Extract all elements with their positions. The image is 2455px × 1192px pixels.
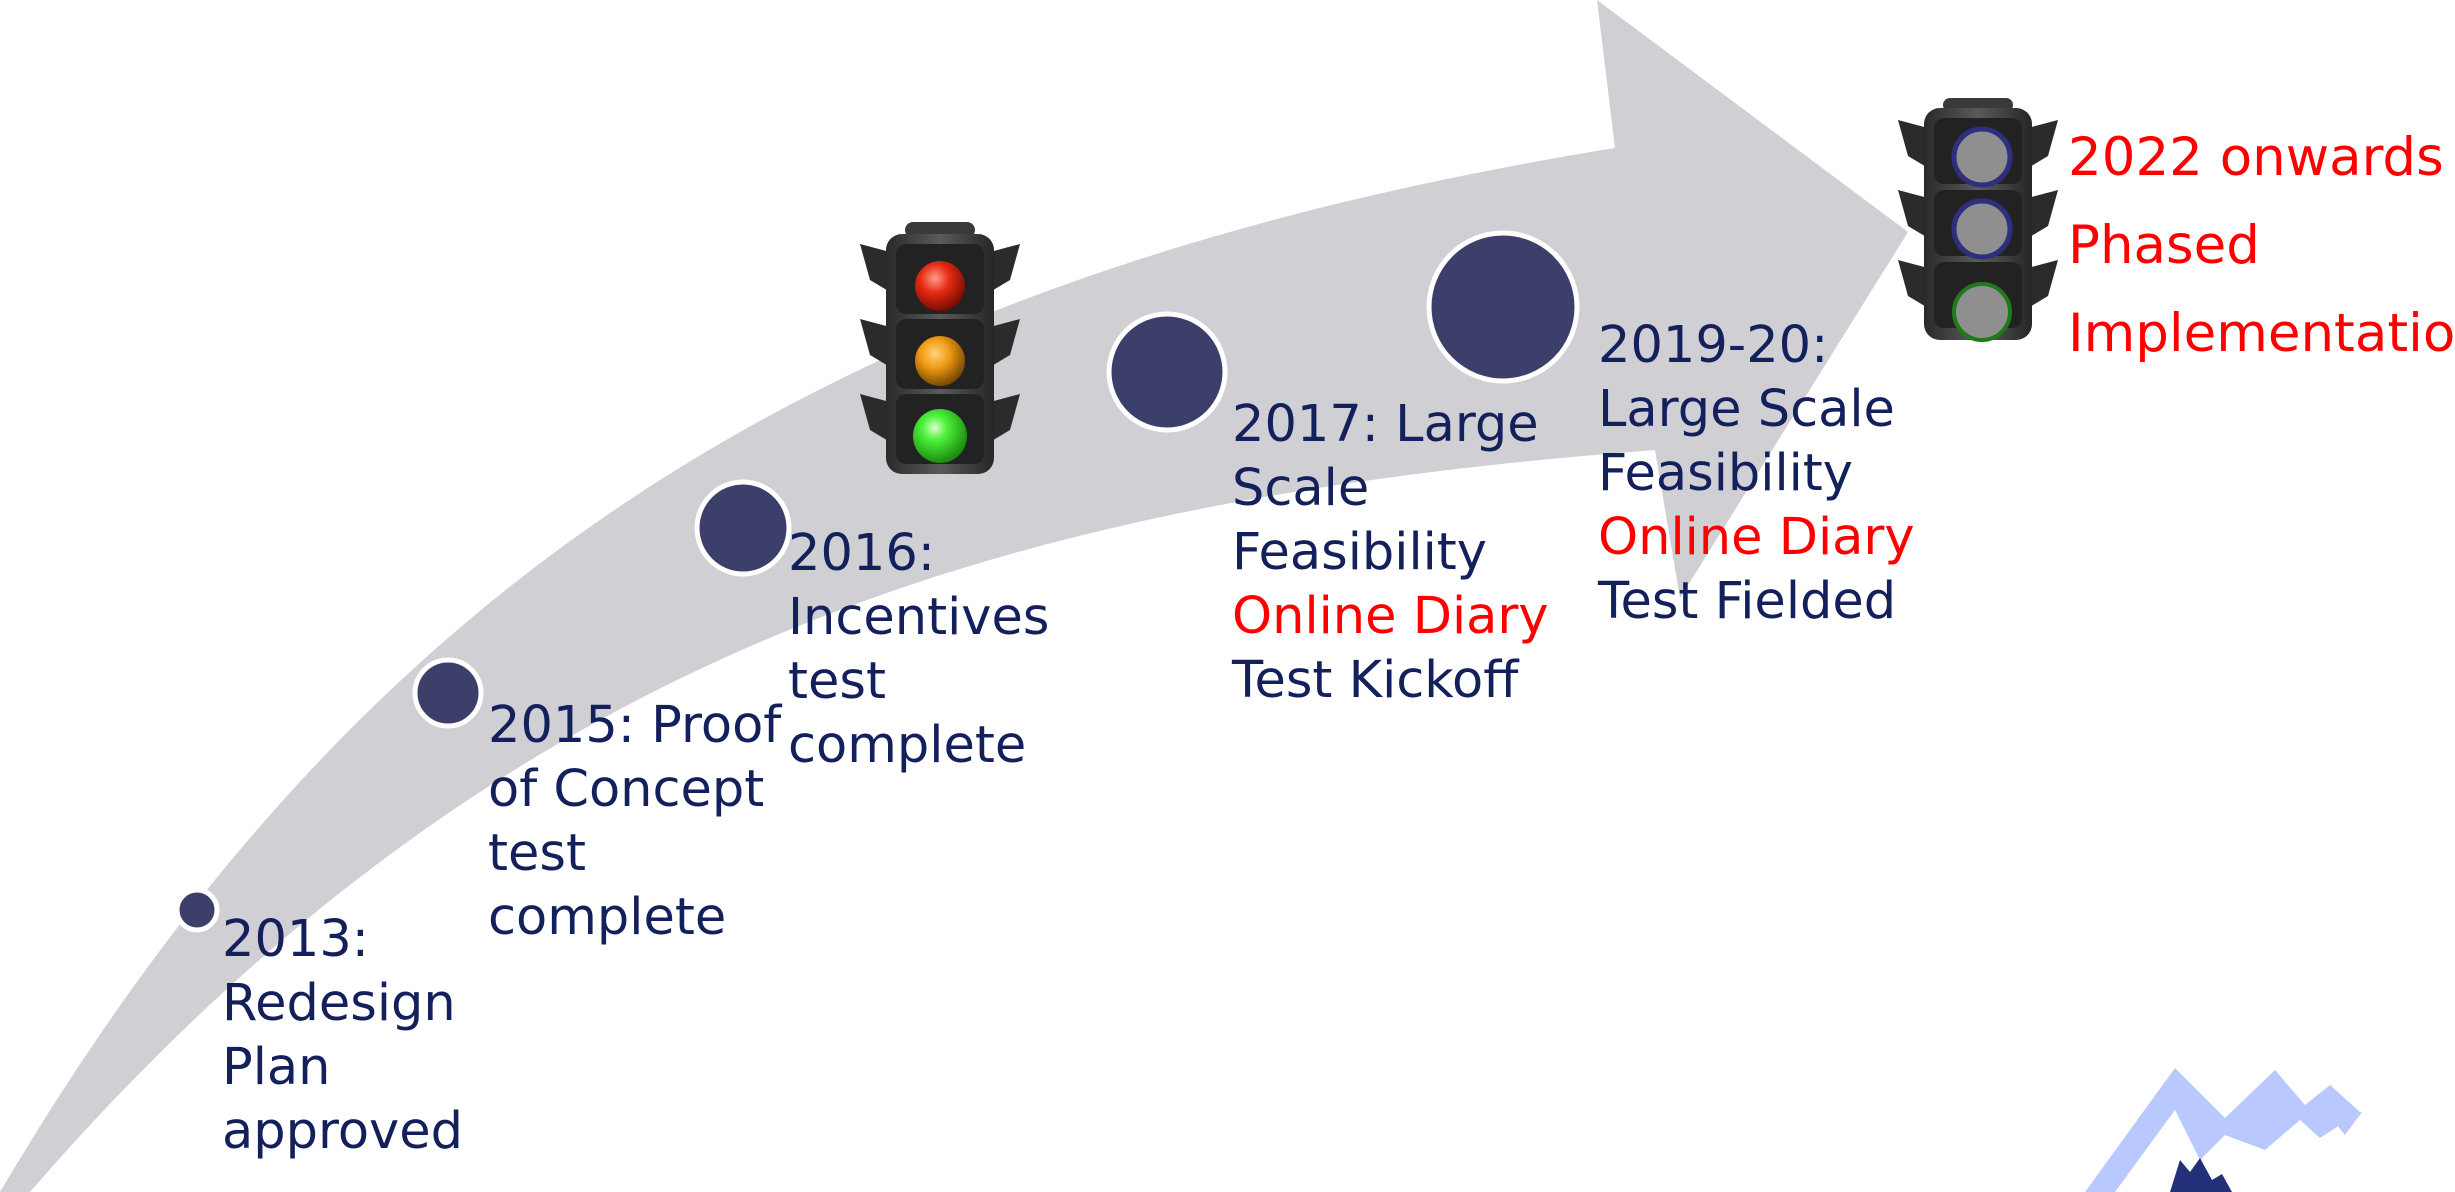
milestone-2017-line-4: Online Diary	[1232, 587, 1549, 646]
milestone-2022-line-3: Implementation	[2068, 303, 2455, 364]
milestone-dot-2015	[412, 657, 484, 729]
milestone-2016-line-3: test	[788, 652, 886, 711]
milestone-2016-line-4: complete	[788, 716, 1027, 775]
milestone-2019-line-4: Online Diary	[1598, 508, 1915, 567]
milestone-2013-line-1: 2013:	[222, 910, 369, 969]
milestone-label-2015: 2015: Proof of Concept test complete	[488, 694, 781, 950]
milestone-2019-line-1: 2019-20:	[1598, 316, 1829, 375]
milestone-2019-line-2: Large Scale	[1598, 380, 1895, 439]
milestone-dot-2019	[1426, 230, 1580, 384]
milestone-label-2019: 2019-20: Large Scale Feasibility Online …	[1598, 314, 1915, 634]
milestone-2016-line-1: 2016:	[788, 524, 935, 583]
milestone-2022-line-1: 2022 onwards	[2068, 127, 2444, 188]
milestone-2017-line-5: Test Kickoff	[1232, 651, 1519, 710]
milestone-2017-line-1: 2017: Large	[1232, 395, 1539, 454]
milestone-dot-2016	[694, 479, 792, 577]
milestone-2013-line-4: approved	[222, 1102, 463, 1161]
traffic-light-off-icon	[1898, 98, 2058, 342]
milestone-2013-line-2: Redesign	[222, 974, 456, 1033]
milestone-label-2016: 2016: Incentives test complete	[788, 522, 1049, 778]
milestone-2015-line-1: 2015: Proof	[488, 696, 782, 755]
milestone-2015-line-2: of Concept	[488, 760, 765, 819]
milestone-2022-line-2: Phased	[2068, 215, 2260, 276]
milestone-label-2013: 2013: Redesign Plan approved	[222, 908, 463, 1164]
milestone-2015-line-4: complete	[488, 888, 727, 947]
milestone-2017-line-3: Feasibility	[1232, 523, 1487, 582]
milestone-2015-line-3: test	[488, 824, 586, 883]
milestone-2017-line-2: Scale	[1232, 459, 1370, 518]
milestone-label-2017: 2017: Large Scale Feasibility Online Dia…	[1232, 393, 1549, 713]
traffic-light-icon	[860, 222, 1020, 474]
milestone-2013-line-3: Plan	[222, 1038, 331, 1097]
mountain-logo-icon	[2085, 1068, 2362, 1192]
milestone-label-2022: 2022 onwards Phased Implementation	[2068, 114, 2455, 378]
milestone-dot-2013	[174, 887, 220, 933]
milestone-2016-line-2: Incentives	[788, 588, 1050, 647]
milestone-2019-line-5: Test Fielded	[1598, 572, 1897, 631]
milestone-2019-line-3: Feasibility	[1598, 444, 1853, 503]
milestone-dot-2017	[1106, 311, 1228, 433]
